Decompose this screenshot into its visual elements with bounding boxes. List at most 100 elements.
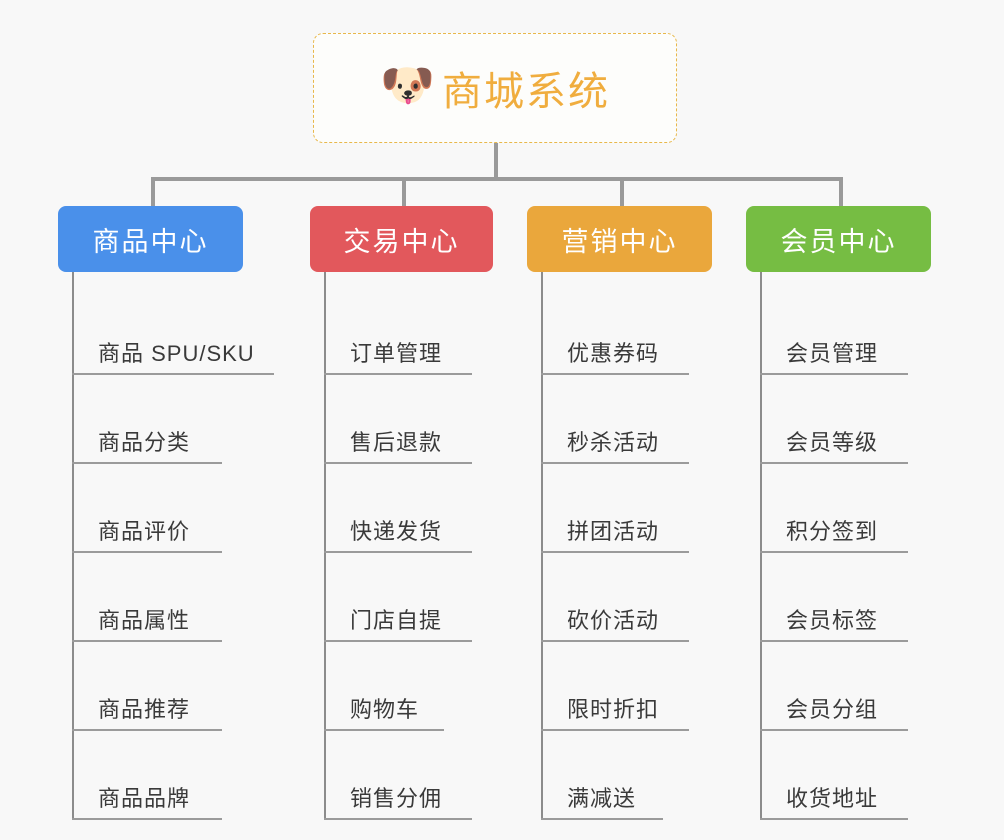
leaf-item-underline [760, 729, 908, 731]
leaf-item[interactable]: 商品属性 [58, 553, 243, 642]
leaf-item-label: 快递发货 [350, 519, 443, 544]
leaf-item[interactable]: 商品评价 [58, 464, 243, 553]
branch-spine [72, 272, 74, 820]
leaf-item[interactable]: 商品推荐 [58, 642, 243, 731]
root-stem [494, 143, 498, 181]
leaf-item[interactable]: 售后退款 [310, 375, 493, 464]
category-node-product-center[interactable]: 商品中心 [58, 206, 243, 272]
leaf-item-label: 积分签到 [786, 519, 879, 544]
leaf-item[interactable]: 砍价活动 [527, 553, 712, 642]
category-node-member-center[interactable]: 会员中心 [746, 206, 931, 272]
category-label: 营销中心 [561, 226, 678, 257]
leaf-item-underline [324, 640, 472, 642]
leaf-item-label: 会员标签 [786, 608, 879, 633]
leaf-item[interactable]: 会员分组 [746, 642, 931, 731]
leaf-item[interactable]: 优惠券码 [527, 286, 712, 375]
leaf-item-label: 购物车 [350, 697, 420, 722]
leaf-item-underline [541, 462, 689, 464]
leaf-item[interactable]: 会员标签 [746, 553, 931, 642]
leaf-item[interactable]: 会员等级 [746, 375, 931, 464]
leaf-item[interactable]: 限时折扣 [527, 642, 712, 731]
leaf-item-label: 收货地址 [786, 786, 879, 811]
leaf-list: 订单管理售后退款快递发货门店自提购物车销售分佣 [310, 272, 493, 820]
leaf-item[interactable]: 购物车 [310, 642, 493, 731]
column-member-center: 会员中心会员管理会员等级积分签到会员标签会员分组收货地址 [746, 206, 931, 820]
leaf-item[interactable]: 秒杀活动 [527, 375, 712, 464]
column-trade-center: 交易中心订单管理售后退款快递发货门店自提购物车销售分佣 [310, 206, 493, 820]
connector-drop-member-center [839, 177, 843, 206]
leaf-item-label: 门店自提 [350, 608, 443, 633]
leaf-list: 商品 SPU/SKU 商品分类商品评价商品属性商品推荐商品品牌 [58, 272, 274, 820]
category-label: 商品中心 [92, 226, 209, 257]
leaf-item-underline [324, 729, 444, 731]
branch-spine [760, 272, 762, 820]
leaf-list: 优惠券码秒杀活动拼团活动砍价活动限时折扣满减送 [527, 272, 712, 820]
leaf-item[interactable]: 会员管理 [746, 286, 931, 375]
leaf-item-label: 优惠券码 [567, 341, 660, 366]
leaf-item-label: 商品评价 [98, 519, 191, 544]
leaf-item[interactable]: 订单管理 [310, 286, 493, 375]
branch-spine [541, 272, 543, 820]
leaf-item-label: 售后退款 [350, 430, 443, 455]
leaf-item-label: 限时折扣 [567, 697, 660, 722]
leaf-item-label: 拼团活动 [567, 519, 660, 544]
connector-drop-marketing-center [620, 177, 624, 206]
leaf-item-label: 商品属性 [98, 608, 191, 633]
leaf-item-underline [541, 818, 663, 820]
leaf-item-label: 商品推荐 [98, 697, 191, 722]
leaf-item-underline [760, 818, 908, 820]
leaf-item[interactable]: 商品分类 [58, 375, 243, 464]
branch-spine [324, 272, 326, 820]
category-label: 交易中心 [343, 226, 460, 257]
leaf-item-label: 砍价活动 [567, 608, 660, 633]
leaf-item-underline [72, 640, 222, 642]
leaf-item-underline [324, 462, 472, 464]
category-node-trade-center[interactable]: 交易中心 [310, 206, 493, 272]
leaf-item-label: 销售分佣 [350, 786, 443, 811]
page-title: 商城系统 [442, 70, 610, 114]
leaf-item-label: 订单管理 [350, 341, 443, 366]
root-node[interactable]: 🐶 商城系统 [313, 33, 677, 143]
dog-face-icon: 🐶 [380, 61, 435, 110]
leaf-item[interactable]: 商品品牌 [58, 731, 243, 820]
leaf-item-underline [72, 729, 222, 731]
leaf-list: 会员管理会员等级积分签到会员标签会员分组收货地址 [746, 272, 931, 820]
column-marketing-center: 营销中心优惠券码秒杀活动拼团活动砍价活动限时折扣满减送 [527, 206, 712, 820]
connector-drop-trade-center [402, 177, 406, 206]
category-label: 会员中心 [780, 226, 897, 257]
leaf-item[interactable]: 销售分佣 [310, 731, 493, 820]
leaf-item-underline [760, 373, 908, 375]
leaf-item[interactable]: 商品 SPU/SKU [58, 286, 274, 375]
column-product-center: 商品中心商品 SPU/SKU 商品分类商品评价商品属性商品推荐商品品牌 [58, 206, 274, 820]
leaf-item-label: 商品分类 [98, 430, 191, 455]
leaf-item-underline [541, 729, 689, 731]
leaf-item-underline [72, 462, 222, 464]
leaf-item-underline [324, 551, 472, 553]
leaf-item-label: 会员分组 [786, 697, 879, 722]
leaf-item-underline [760, 462, 908, 464]
category-node-marketing-center[interactable]: 营销中心 [527, 206, 712, 272]
connector-bus [151, 177, 843, 181]
leaf-item-label: 商品 SPU/SKU [98, 341, 255, 366]
leaf-item[interactable]: 收货地址 [746, 731, 931, 820]
leaf-item[interactable]: 快递发货 [310, 464, 493, 553]
leaf-item-underline [541, 640, 689, 642]
leaf-item-label: 会员管理 [786, 341, 879, 366]
leaf-item-underline [324, 818, 472, 820]
leaf-item-label: 会员等级 [786, 430, 879, 455]
leaf-item-label: 商品品牌 [98, 786, 191, 811]
leaf-item-underline [760, 551, 908, 553]
leaf-item-label: 满减送 [567, 786, 637, 811]
leaf-item-underline [72, 373, 274, 375]
leaf-item[interactable]: 拼团活动 [527, 464, 712, 553]
leaf-item[interactable]: 门店自提 [310, 553, 493, 642]
leaf-item-underline [541, 373, 689, 375]
leaf-item-label: 秒杀活动 [567, 430, 660, 455]
connector-drop-product-center [151, 177, 155, 206]
leaf-item[interactable]: 满减送 [527, 731, 712, 820]
leaf-item-underline [324, 373, 472, 375]
leaf-item[interactable]: 积分签到 [746, 464, 931, 553]
leaf-item-underline [72, 551, 222, 553]
leaf-item-underline [760, 640, 908, 642]
